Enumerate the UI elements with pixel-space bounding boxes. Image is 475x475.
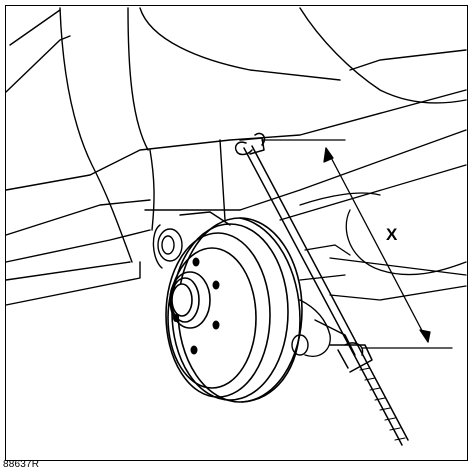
dimension-x-indicator: [261, 139, 453, 349]
wheel-studs: [173, 257, 220, 355]
figure-reference-code: 88637R: [3, 459, 40, 470]
wheel-hub: [169, 271, 211, 329]
diagram-frame: [5, 5, 468, 461]
axle-and-underbody: [239, 129, 467, 301]
dimension-arrow-top: [323, 147, 334, 163]
threaded-rod-end: [359, 367, 406, 441]
vehicle-body-outline: [5, 7, 467, 306]
dimension-line: [325, 147, 429, 343]
adjustment-rod: [234, 132, 409, 446]
dimension-x-label: X: [386, 225, 398, 244]
backing-plate-mount: [152, 211, 356, 357]
dimension-arrow-bottom: [419, 329, 431, 343]
